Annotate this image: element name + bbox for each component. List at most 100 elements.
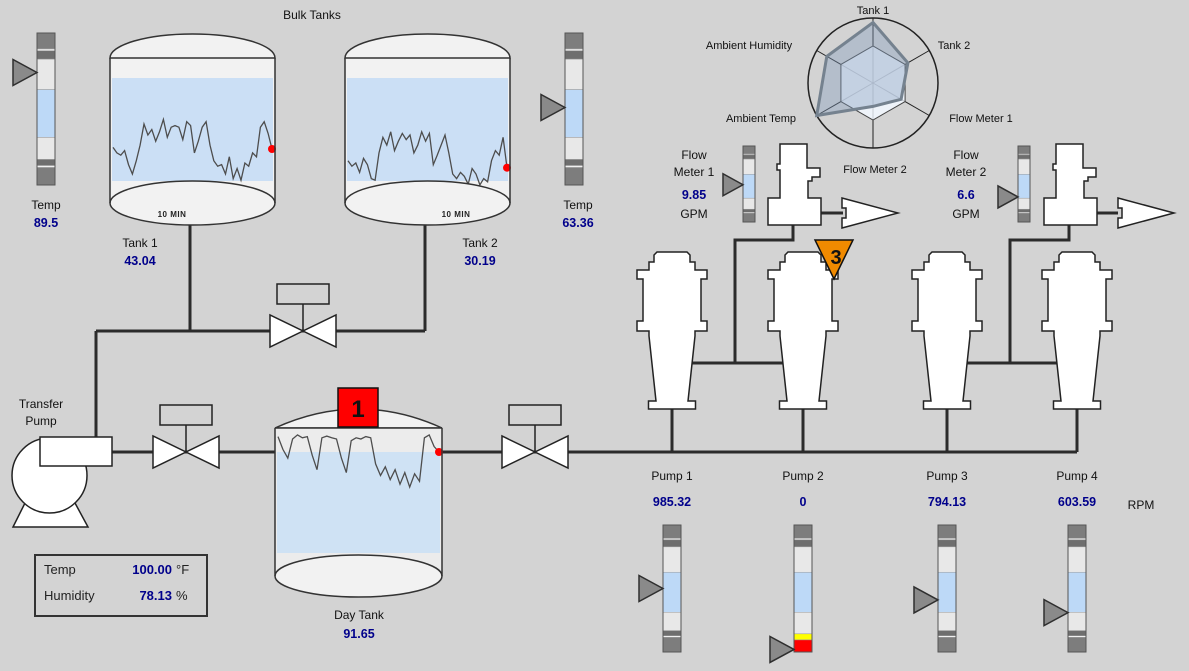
flow-meter-2-label-line2: Meter 2 (945, 165, 987, 179)
radar-axis-flow-meter-1: Flow Meter 1 (949, 113, 1013, 125)
tank2-trend-current-dot (503, 163, 511, 172)
transfer-pump-label-line1: Transfer (18, 397, 64, 411)
process-piping (94, 211, 1118, 454)
overview-radar-chart (807, 17, 939, 149)
valve-body-right (301, 313, 337, 349)
transfer-pump-label-line2: Pump (25, 414, 57, 428)
flow-meter-1-unit: GPM (680, 207, 708, 221)
valve-transfer-discharge[interactable] (152, 404, 220, 470)
tank-bottom (274, 554, 443, 598)
gauge-fm2 (997, 145, 1031, 223)
pump-discharge-casing (39, 436, 113, 467)
temp-left-label: Temp (31, 198, 61, 212)
tank-bottom (344, 180, 511, 226)
flow-meter-1-value: 9.85 (681, 188, 707, 202)
valve-body-left (152, 434, 188, 470)
tank-edges (344, 57, 511, 203)
tank2-label: Tank 2 (462, 236, 498, 250)
temp-left-value: 89.5 (33, 216, 59, 230)
transfer-pump[interactable] (11, 436, 113, 528)
pump3-value: 794.13 (927, 495, 967, 509)
valve-bulk-header[interactable] (269, 283, 337, 349)
flow-meter-1-label-line2: Meter 1 (673, 165, 715, 179)
gauge-pump4-pointer-icon (1043, 598, 1070, 627)
ambient-humidity-row: Humidity 78.13 % (44, 588, 198, 614)
svg-text:3: 3 (830, 247, 841, 269)
gauge-fm1 (722, 145, 756, 223)
gauge-temp_right-pointer-icon (540, 93, 567, 122)
tank1-value: 43.04 (124, 254, 156, 268)
tank-1[interactable] (109, 33, 276, 226)
ambient-conditions-panel: Temp 100.00 °F Humidity 78.13 % (34, 554, 208, 617)
day-tank-trend (277, 433, 443, 490)
gauge-temp_left (12, 32, 56, 186)
temp-right-label: Temp (563, 198, 593, 212)
ambient-humidity-value: 78.13 (139, 588, 172, 603)
alarms-layer: 13 (337, 239, 855, 428)
pump-1-body[interactable] (636, 251, 708, 410)
flow-meter-2-nozzle-icon (1117, 197, 1175, 229)
flow-meter-1-label-line1: Flow (681, 148, 707, 162)
pump4-value: 603.59 (1057, 495, 1097, 509)
gauges-layer (12, 32, 1087, 664)
day_tank-trend-current-dot (435, 448, 443, 456)
tank-1-trend (112, 116, 276, 183)
tank2-trend-timespan: 10 MIN (441, 210, 471, 219)
svg-text:1: 1 (351, 396, 364, 423)
radar-axis-ambient-humidity: Ambient Humidity (705, 40, 793, 52)
tank1-trend-timespan: 10 MIN (157, 210, 187, 219)
flow-meter-1-device[interactable] (767, 143, 822, 226)
gauge-pump1 (638, 524, 682, 653)
pump2-value: 0 (799, 495, 807, 509)
valve-actuator (276, 283, 330, 305)
valve-body-left (501, 434, 537, 470)
pump1-label: Pump 1 (651, 469, 693, 483)
valve-body-left (269, 313, 305, 349)
tank-level-band (277, 452, 440, 553)
pump3-label: Pump 3 (926, 469, 968, 483)
tank-2-trend (347, 129, 511, 187)
tank1-trend-current-dot (268, 145, 276, 153)
ambient-temp-row: Temp 100.00 °F (44, 562, 198, 588)
pump-4-body[interactable] (1041, 251, 1113, 410)
radar-axis-ambient-temp: Ambient Temp (725, 113, 797, 125)
day-tank-label: Day Tank (334, 608, 384, 622)
ambient-temp-unit: °F (176, 562, 190, 577)
radar-axis-tank2: Tank 2 (937, 40, 971, 52)
tank-edges (274, 427, 443, 576)
gauge-pump2 (769, 524, 813, 664)
ambient-humidity-label: Humidity (44, 588, 95, 603)
pump4-label: Pump 4 (1056, 469, 1098, 483)
pump-2-body[interactable] (767, 251, 839, 410)
temp-right-value: 63.36 (562, 216, 594, 230)
bulk-tanks-title: Bulk Tanks (283, 8, 341, 22)
ambient-humidity-unit: % (176, 588, 188, 603)
pump1-value: 985.32 (652, 495, 692, 509)
pump2-label: Pump 2 (782, 469, 824, 483)
alarm-badge-1[interactable]: 1 (337, 387, 379, 428)
gauge-pump1-pointer-icon (638, 574, 665, 603)
day-tank-value: 91.65 (343, 627, 375, 641)
pump-3-body[interactable] (911, 251, 983, 410)
gauge-temp_left-pointer-icon (12, 58, 39, 87)
flow-meter-1-nozzle-icon (841, 197, 899, 229)
day-tank[interactable] (274, 408, 443, 598)
valve-day-tank-outlet[interactable] (501, 404, 569, 470)
valve-actuator (159, 404, 213, 426)
gauge-pump2-pointer-icon (769, 635, 796, 664)
gauge-temp_right (540, 32, 584, 186)
pipe-fm2-drain (967, 225, 1071, 365)
ambient-temp-value: 100.00 (132, 562, 172, 577)
tank2-value: 30.19 (464, 254, 496, 268)
flow-meter-2-value: 6.6 (957, 188, 975, 202)
radar-axis-tank1: Tank 1 (856, 5, 890, 17)
alarm-badge-3[interactable]: 3 (813, 239, 855, 281)
gauge-fm1-pointer-icon (722, 172, 745, 198)
ambient-temp-label: Temp (44, 562, 76, 577)
flow-meter-2-device[interactable] (1043, 143, 1098, 226)
gauge-pump4 (1043, 524, 1087, 653)
tank-2[interactable] (344, 33, 511, 226)
gauge-fm2-pointer-icon (997, 184, 1020, 210)
